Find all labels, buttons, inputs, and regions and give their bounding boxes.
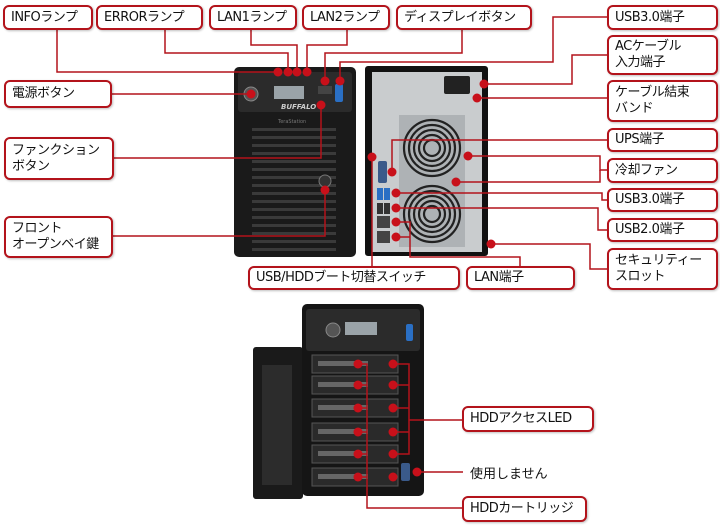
front-vent-slat <box>252 248 336 251</box>
label-info-lamp: INFOランプ <box>3 5 93 30</box>
label-boot-switch: USB/HDDブート切替スイッチ <box>248 266 460 290</box>
fan-grille-ring <box>422 204 442 224</box>
front-vent-slat <box>252 184 336 187</box>
marker-lan-port-1 <box>391 217 401 227</box>
front-vent-slat <box>252 224 336 227</box>
front-vent-slat <box>252 128 336 131</box>
label-hdd-access-led: HDDアクセスLED <box>462 406 594 432</box>
front-vent-slat <box>252 208 336 211</box>
fan-grille-ring <box>417 133 447 163</box>
marker-front-key <box>320 185 330 195</box>
rear-device <box>365 66 488 256</box>
label-unused: 使用しません <box>470 467 548 482</box>
label-function-button: ファンクション ボタン <box>4 137 114 180</box>
marker-boot-switch <box>367 152 377 162</box>
marker-hdd-cartridge <box>353 427 363 437</box>
front-vent-slat <box>252 232 336 235</box>
marker-hdd-cartridge <box>353 449 363 459</box>
label-lan2-lamp: LAN2ランプ <box>302 5 390 30</box>
marker-info-lamp <box>273 67 283 77</box>
hdd-tray-handle <box>318 429 368 434</box>
marker-hdd-led <box>388 472 398 482</box>
marker-usb20-rear <box>391 203 401 213</box>
marker-function-button <box>316 100 326 110</box>
fan-grille-ring <box>407 123 457 173</box>
front-vent-slat <box>252 160 336 163</box>
front-vent-slat <box>252 176 336 179</box>
marker-power-button <box>246 89 256 99</box>
open-bay-device <box>253 304 424 499</box>
fan-grille-ring <box>407 189 457 239</box>
front-vent-slat <box>252 216 336 219</box>
front-vent-slat <box>252 168 336 171</box>
front-vent-slat <box>252 144 336 147</box>
label-usb30-port: USB3.0端子 <box>607 188 718 212</box>
fan-grille-ring <box>402 118 462 178</box>
marker-hdd-led <box>388 359 398 369</box>
marker-hdd-led <box>388 427 398 437</box>
marker-fan-lower <box>451 177 461 187</box>
label-hdd-cartridge: HDDカートリッジ <box>462 496 587 522</box>
fan-grille-ring <box>417 199 447 229</box>
hdd-tray-handle <box>318 405 368 410</box>
label-error-lamp: ERRORランプ <box>96 5 203 30</box>
marker-hdd-cartridge <box>353 403 363 413</box>
marker-hdd-led <box>388 380 398 390</box>
label-lan-port: LAN端子 <box>466 266 575 290</box>
marker-hdd-cartridge <box>353 472 363 482</box>
marker-hdd-led <box>388 403 398 413</box>
brand-logo: BUFFALO <box>281 103 316 111</box>
front-vent-slat <box>252 240 336 243</box>
label-ups-port: UPS端子 <box>607 128 718 152</box>
hdd-tray-handle <box>318 474 368 479</box>
label-usb20-port: USB2.0端子 <box>607 218 718 242</box>
label-power-button: 電源ボタン <box>4 80 112 108</box>
marker-fan-upper <box>463 151 473 161</box>
front-vent-slat <box>252 200 336 203</box>
front-vent-slat <box>252 152 336 155</box>
label-front-bay-key: フロント オープンベイ鍵 <box>4 216 113 258</box>
fan-grille-ring <box>402 184 462 244</box>
marker-unused-port <box>412 467 422 477</box>
fan-grille-ring <box>412 128 452 168</box>
front-vent-slat <box>252 136 336 139</box>
model-logo: TeraStation <box>277 119 306 125</box>
front-vent-slat <box>252 192 336 195</box>
hdd-tray-handle <box>318 451 368 456</box>
marker-error-lamp <box>283 67 293 77</box>
marker-usb30-rear <box>391 188 401 198</box>
marker-hdd-cartridge <box>353 380 363 390</box>
marker-usb30-front <box>335 76 345 86</box>
marker-security-slot <box>486 239 496 249</box>
marker-hdd-cartridge <box>353 359 363 369</box>
fan-grille-ring <box>412 194 452 234</box>
marker-hdd-led <box>388 449 398 459</box>
marker-lan-port-2 <box>391 232 401 242</box>
marker-cable-band <box>472 93 482 103</box>
marker-lan1-lamp <box>292 67 302 77</box>
hdd-tray-handle <box>318 382 368 387</box>
label-display-button: ディスプレイボタン <box>396 5 532 30</box>
label-cooling-fan: 冷却ファン <box>607 158 718 183</box>
marker-ups-port <box>387 167 397 177</box>
label-lan1-lamp: LAN1ランプ <box>209 5 297 30</box>
marker-lan2-lamp <box>302 67 312 77</box>
label-security-slot: セキュリティー スロット <box>607 248 718 290</box>
label-cable-band: ケーブル結束 バンド <box>607 80 718 122</box>
hdd-tray-handle <box>318 361 368 366</box>
marker-ac-input <box>479 79 489 89</box>
front-device: BUFFALO TeraStation <box>234 67 356 257</box>
marker-display-button <box>320 76 330 86</box>
label-ac-input: ACケーブル 入力端子 <box>607 35 718 75</box>
label-usb30-top: USB3.0端子 <box>607 5 718 30</box>
leader-lines <box>56 16 607 509</box>
